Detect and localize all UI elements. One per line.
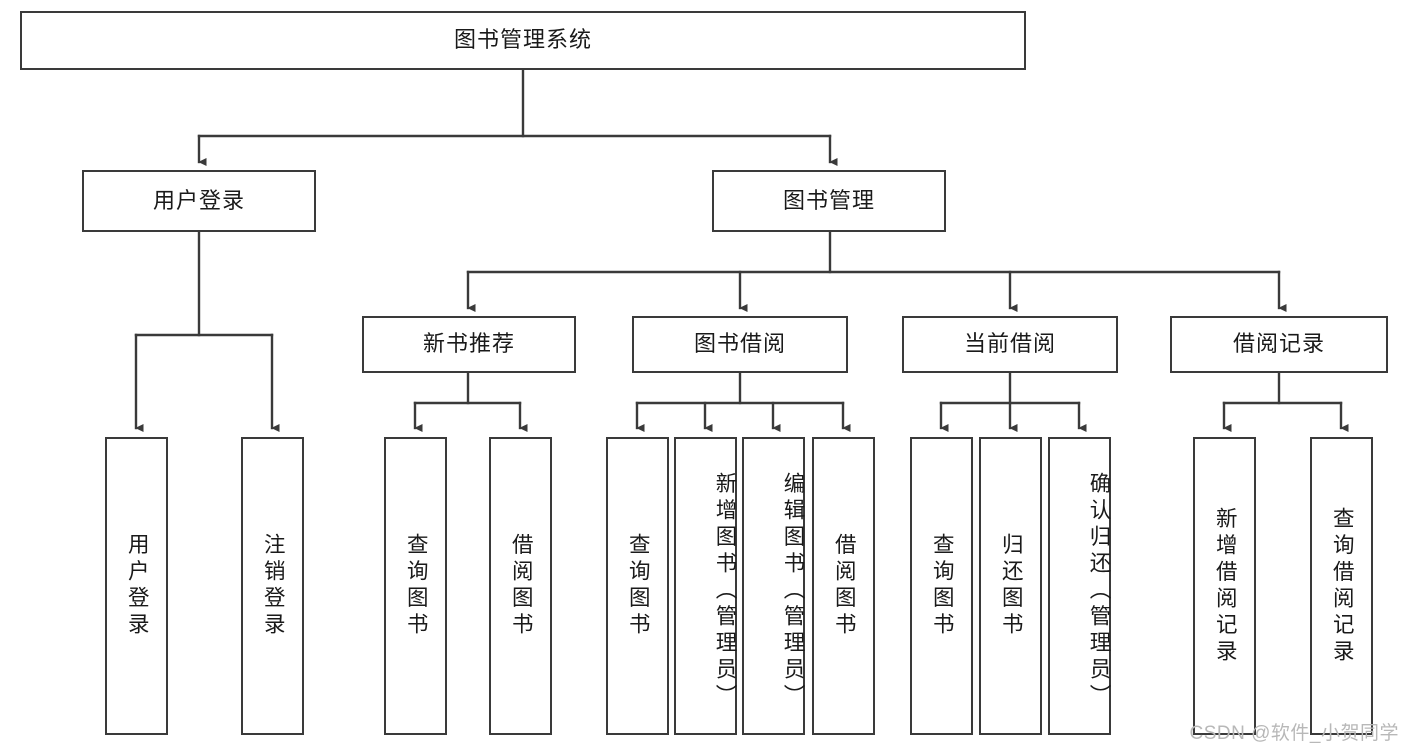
node-leaf-query-book-recommend[interactable]: 查询图书 bbox=[384, 437, 447, 735]
node-label: 新增借阅记录 bbox=[1213, 506, 1238, 666]
node-leaf-user-login[interactable]: 用户登录 bbox=[105, 437, 168, 735]
node-current-borrow[interactable]: 当前借阅 bbox=[902, 316, 1118, 373]
node-label: 查询图书 bbox=[404, 533, 429, 639]
node-leaf-logout[interactable]: 注销登录 bbox=[241, 437, 304, 735]
node-leaf-query-borrow-record[interactable]: 查询借阅记录 bbox=[1310, 437, 1373, 735]
node-leaf-add-book-admin[interactable]: 新增图书（管理员） bbox=[674, 437, 737, 735]
node-leaf-return-book[interactable]: 归还图书 bbox=[979, 437, 1042, 735]
node-leaf-query-book-current[interactable]: 查询图书 bbox=[910, 437, 973, 735]
node-leaf-borrow-book-borrow[interactable]: 借阅图书 bbox=[812, 437, 875, 735]
node-label: 查询图书 bbox=[930, 533, 955, 639]
node-book-management[interactable]: 图书管理 bbox=[712, 170, 946, 232]
node-borrow-record[interactable]: 借阅记录 bbox=[1170, 316, 1388, 373]
csdn-watermark: CSDN @软件_小贺同学 bbox=[1189, 723, 1399, 744]
node-label: 当前借阅 bbox=[963, 331, 1056, 357]
node-label: 借阅图书 bbox=[832, 533, 857, 639]
node-label: 新增图书（管理员） bbox=[713, 471, 737, 711]
node-label: 用户登录 bbox=[152, 187, 245, 213]
node-label: 注销登录 bbox=[261, 533, 286, 639]
node-label: 归还图书 bbox=[999, 533, 1024, 639]
node-label: 图书管理系统 bbox=[453, 27, 592, 53]
node-label: 图书管理 bbox=[782, 187, 875, 213]
node-new-book-recommend[interactable]: 新书推荐 bbox=[362, 316, 576, 373]
node-label: 查询图书 bbox=[626, 533, 651, 639]
node-user-login[interactable]: 用户登录 bbox=[82, 170, 316, 232]
node-book-borrow[interactable]: 图书借阅 bbox=[632, 316, 848, 373]
node-label: 确认归还（管理员） bbox=[1087, 471, 1111, 711]
node-label: 编辑图书（管理员） bbox=[781, 471, 805, 711]
node-label: 新书推荐 bbox=[422, 331, 515, 357]
node-label: 查询借阅记录 bbox=[1330, 506, 1355, 666]
node-leaf-borrow-book-recommend[interactable]: 借阅图书 bbox=[489, 437, 552, 735]
node-leaf-edit-book-admin[interactable]: 编辑图书（管理员） bbox=[742, 437, 805, 735]
node-label: 图书借阅 bbox=[693, 331, 786, 357]
node-leaf-query-book-borrow[interactable]: 查询图书 bbox=[606, 437, 669, 735]
node-leaf-add-borrow-record[interactable]: 新增借阅记录 bbox=[1193, 437, 1256, 735]
node-root-book-management-system[interactable]: 图书管理系统 bbox=[20, 11, 1026, 70]
node-label: 借阅记录 bbox=[1232, 331, 1325, 357]
node-label: 借阅图书 bbox=[509, 533, 534, 639]
node-label: 用户登录 bbox=[125, 533, 150, 639]
node-leaf-confirm-return-admin[interactable]: 确认归还（管理员） bbox=[1048, 437, 1111, 735]
